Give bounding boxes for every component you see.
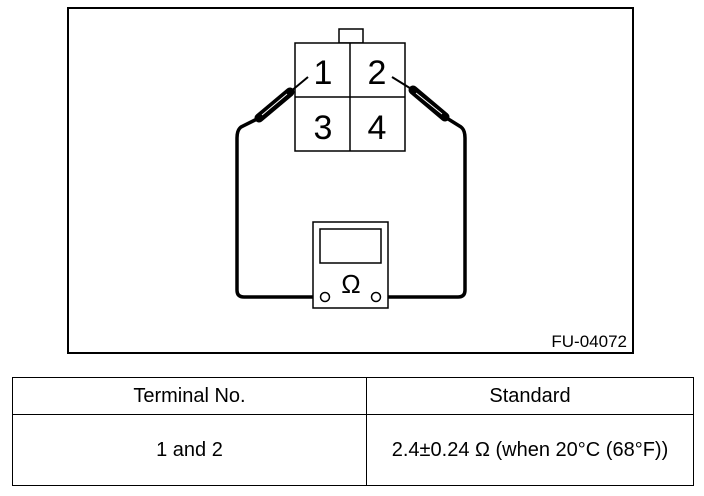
header-terminal-no: Terminal No. <box>12 377 367 415</box>
meter-terminal-left <box>319 291 331 303</box>
ohm-symbol: Ω <box>341 269 360 299</box>
table-header-row: Terminal No. Standard <box>12 377 694 415</box>
cell-terminal: 1 and 2 <box>12 414 367 486</box>
connector: 1 2 3 4 <box>294 28 406 152</box>
ohmmeter: Ω <box>312 221 389 309</box>
left-probe <box>254 76 309 123</box>
left-test-lead <box>235 116 318 299</box>
right-probe <box>391 76 450 122</box>
terminal-4-label: 4 <box>368 109 387 147</box>
table-row: 1 and 2 2.4±0.24 Ω (when 20°C (68°F)) <box>12 414 694 486</box>
right-test-lead <box>382 115 467 299</box>
ohmmeter-display <box>319 228 382 264</box>
terminal-2-label: 2 <box>368 54 387 92</box>
spec-table: Terminal No. Standard 1 and 2 2.4±0.24 Ω… <box>12 377 694 486</box>
meter-terminal-right <box>370 291 382 303</box>
figure-code: FU-04072 <box>551 332 627 351</box>
diagram-frame <box>67 7 634 354</box>
terminal-3-label: 3 <box>314 109 333 147</box>
cell-standard: 2.4±0.24 Ω (when 20°C (68°F)) <box>366 414 694 486</box>
terminal-1-label: 1 <box>314 54 333 92</box>
header-standard: Standard <box>366 377 694 415</box>
connector-latch <box>338 28 364 44</box>
